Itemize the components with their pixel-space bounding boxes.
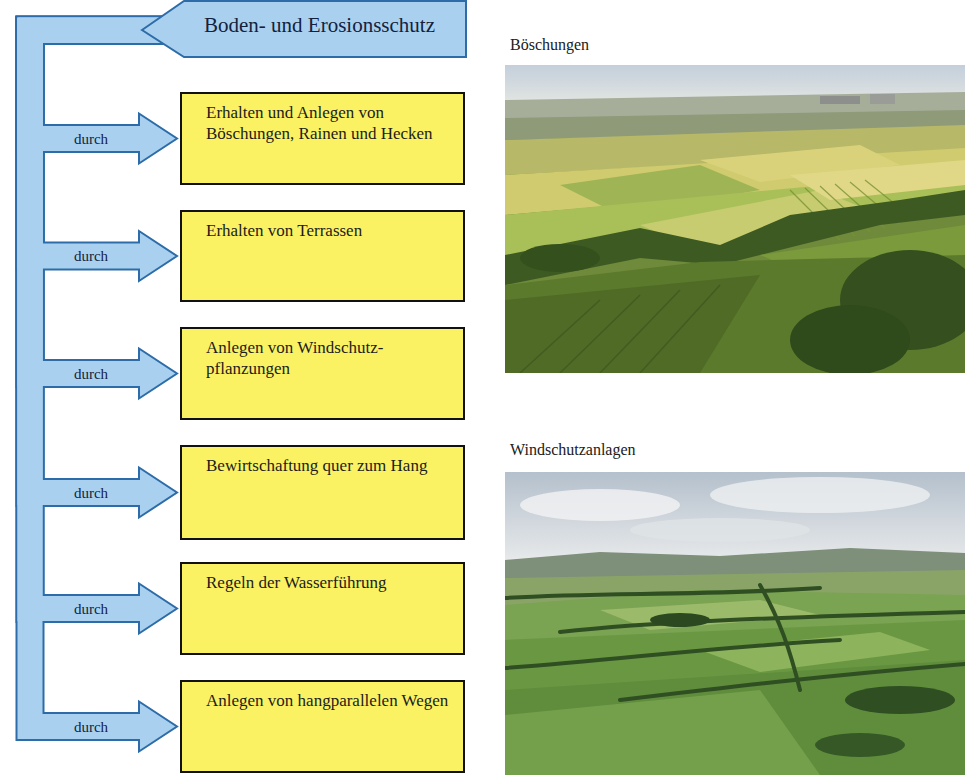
node-text: Anlegen von Windschutz-pflanzungen — [206, 338, 451, 379]
edge-label: durch — [72, 365, 110, 382]
arrow-head — [139, 349, 177, 399]
node-text: Boden- und Erosionsschutz — [204, 13, 457, 38]
node-text: Regeln der Wasserführung — [206, 573, 451, 594]
measure-box: Anlegen von hangparallelen Wegen — [180, 680, 465, 773]
measure-box: Bewirtschaftung quer zum Hang — [180, 445, 465, 540]
connector-heads — [139, 114, 177, 752]
connector-band-fill — [30, 30, 164, 608]
photo-caption: Windschutzanlagen — [510, 441, 636, 459]
arrow-head — [139, 584, 177, 634]
connector-band-fill — [30, 30, 164, 138]
edge-label: durch — [72, 600, 110, 617]
connector-band-fill — [30, 30, 164, 726]
connector-fills — [30, 30, 164, 726]
arrow-head — [139, 468, 177, 518]
edge-label: durch — [72, 130, 110, 147]
arrow-head — [139, 114, 177, 164]
edge-label: durch — [72, 248, 110, 265]
measure-box: Anlegen von Windschutz-pflanzungen — [180, 327, 465, 420]
arrow-shape — [142, 1, 466, 57]
arrow-head — [139, 702, 177, 752]
arrow-head — [139, 231, 177, 281]
edge-label: durch — [72, 718, 110, 735]
windbreak-photo — [505, 472, 965, 775]
node-text: Bewirtschaftung quer zum Hang — [206, 456, 451, 477]
node-text: Erhalten und Anlegen von Böschungen, Rai… — [206, 103, 451, 144]
node-text: Erhalten von Terrassen — [206, 221, 451, 242]
topic-arrow: Boden- und Erosionsschutz — [140, 0, 467, 58]
slope-photo — [505, 65, 965, 373]
connector-band — [30, 30, 164, 373]
measure-box: Erhalten und Anlegen von Böschungen, Rai… — [180, 92, 465, 185]
measure-box: Regeln der Wasserführung — [180, 562, 465, 655]
node-text: Anlegen von hangparallelen Wegen — [206, 691, 451, 712]
edge-label: durch — [72, 484, 110, 501]
connector-band-fill — [30, 30, 164, 256]
connector-band-fill — [30, 30, 164, 492]
connector-band-fill — [30, 30, 164, 373]
photo-caption: Böschungen — [510, 36, 589, 54]
measure-box: Erhalten von Terrassen — [180, 210, 465, 302]
